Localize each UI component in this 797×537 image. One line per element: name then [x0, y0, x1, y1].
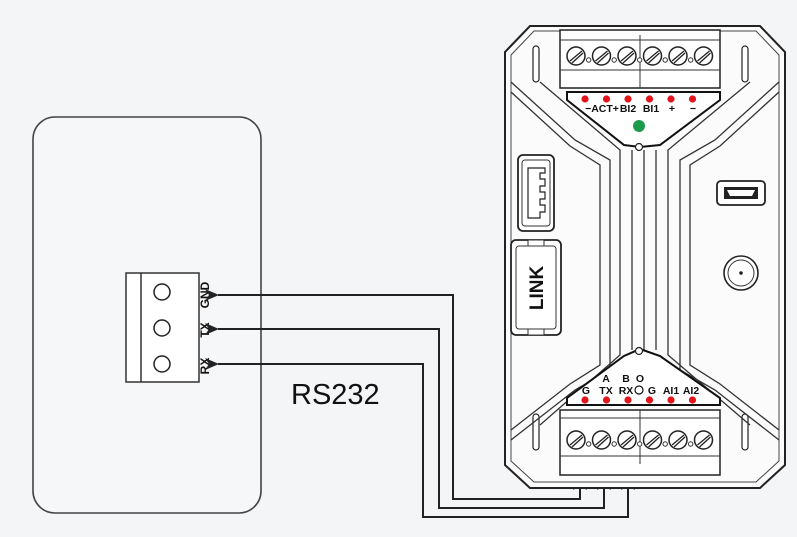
bottom-led-panel	[566, 347, 721, 406]
external-terminal-block	[125, 272, 200, 383]
led-label-plus: +	[669, 103, 675, 115]
controller-body	[504, 25, 786, 489]
led-label-ai2: AI2	[683, 385, 700, 397]
indicator-led	[645, 396, 654, 404]
external-device: GND TX RX	[32, 116, 262, 514]
pin-label-rx: RX	[198, 358, 212, 375]
wires	[205, 289, 629, 518]
indicator-led	[602, 396, 611, 404]
antenna-connector-icon	[723, 255, 759, 291]
led-label-g1: G	[582, 385, 590, 397]
indicator-led	[624, 396, 632, 404]
link-port: LINK	[510, 239, 562, 336]
led-label-rx: RX	[619, 385, 634, 397]
bottom-terminal-block	[559, 409, 721, 476]
indicator-led	[624, 95, 632, 103]
terminal-hole-rx	[153, 355, 171, 373]
pin-label-tx: TX	[198, 322, 212, 337]
led-label-tx: TX	[599, 385, 612, 397]
led-label-bi1: BI1	[643, 103, 660, 115]
indicator-led	[581, 396, 589, 404]
led-label-minus: −	[690, 103, 696, 115]
led-label-ai1: AI1	[663, 385, 680, 397]
indicator-led	[667, 396, 675, 404]
usb-a-port-icon	[517, 154, 555, 232]
led-label-b: B	[622, 373, 630, 385]
indicator-led	[581, 95, 589, 103]
led-label-g2: G	[648, 385, 656, 397]
indicator-led	[688, 396, 697, 404]
pin-label-gnd: GND	[198, 281, 212, 308]
led-label-bi2: BI2	[620, 103, 637, 115]
status-led	[633, 120, 645, 132]
led-label-act: −ACT+	[585, 103, 619, 115]
indicator-led	[688, 95, 697, 103]
wire-rx	[205, 358, 629, 518]
terminal-hole-tx	[153, 319, 171, 337]
rs232-label: RS232	[291, 379, 380, 411]
led-label-o: O	[636, 373, 644, 385]
indicator-led	[645, 95, 654, 103]
wire-gnd	[205, 289, 581, 500]
indicator-led	[602, 95, 611, 103]
terminal-hole-gnd	[153, 283, 171, 301]
top-led-panel	[566, 91, 721, 149]
link-label: LINK	[527, 266, 548, 311]
indicator-led	[667, 95, 675, 103]
mini-usb-port-icon	[716, 180, 766, 206]
top-terminal-block	[559, 29, 721, 89]
controller-device: −ACT+ BI2 BI1 + − LINK	[504, 25, 786, 489]
led-label-a: A	[602, 373, 610, 385]
wire-tx	[205, 323, 605, 509]
